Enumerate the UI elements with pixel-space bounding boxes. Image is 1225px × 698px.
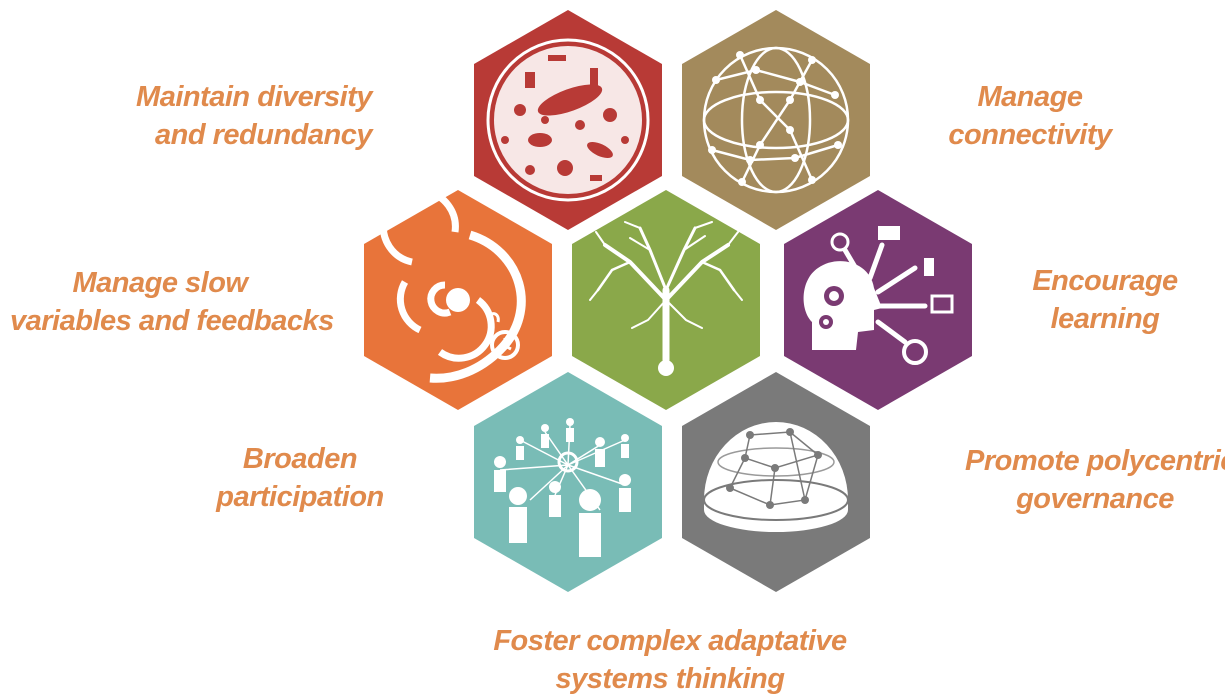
label-governance: Promote polycentric governance bbox=[965, 442, 1225, 518]
hex-slow-variables bbox=[364, 187, 552, 410]
label-participation-line-2: participation bbox=[216, 481, 384, 513]
hex-connectivity bbox=[682, 10, 870, 230]
dome-network-icon bbox=[703, 422, 849, 532]
network-globe-icon bbox=[702, 46, 850, 194]
hex-learning bbox=[784, 190, 972, 410]
tree-icon bbox=[589, 221, 743, 376]
label-connectivity: Manage connectivity bbox=[945, 78, 1115, 154]
label-systems-thinking-line-2: systems thinking bbox=[555, 663, 785, 695]
hex-systems-thinking bbox=[572, 190, 760, 410]
wildlife-globe-icon bbox=[486, 38, 650, 202]
people-network-icon bbox=[494, 418, 631, 557]
label-slow-variables: Manage slow variables and feedbacks bbox=[10, 264, 334, 340]
label-participation-line-1: Broaden bbox=[242, 443, 358, 475]
label-slow-variables-line-1: Manage slow bbox=[72, 267, 249, 299]
label-slow-variables-line-2: variables and feedbacks bbox=[10, 305, 334, 337]
head-learning-icon bbox=[803, 226, 954, 365]
label-diversity: Maintain diversity and redundancy bbox=[136, 78, 372, 154]
hex-governance bbox=[682, 372, 870, 592]
label-systems-thinking-line-1: Foster complex adaptative bbox=[493, 625, 847, 657]
label-learning: Encourage learning bbox=[1020, 262, 1190, 338]
hex-diversity bbox=[474, 10, 662, 230]
label-diversity-line-1: Maintain diversity bbox=[136, 81, 372, 113]
label-connectivity-line-2: connectivity bbox=[948, 119, 1112, 151]
label-connectivity-line-1: Manage bbox=[977, 81, 1083, 113]
feedback-cycle-icon bbox=[379, 187, 526, 383]
label-governance-line-1: Promote polycentric bbox=[965, 445, 1225, 477]
label-systems-thinking: Foster complex adaptative systems thinki… bbox=[490, 622, 850, 698]
label-learning-line-1: Encourage bbox=[1032, 265, 1178, 297]
label-governance-line-2: governance bbox=[1016, 483, 1174, 515]
label-diversity-line-2: and redundancy bbox=[155, 119, 372, 151]
label-learning-line-2: learning bbox=[1050, 303, 1160, 335]
label-participation: Broaden participation bbox=[205, 440, 395, 516]
hex-participation bbox=[474, 372, 662, 592]
